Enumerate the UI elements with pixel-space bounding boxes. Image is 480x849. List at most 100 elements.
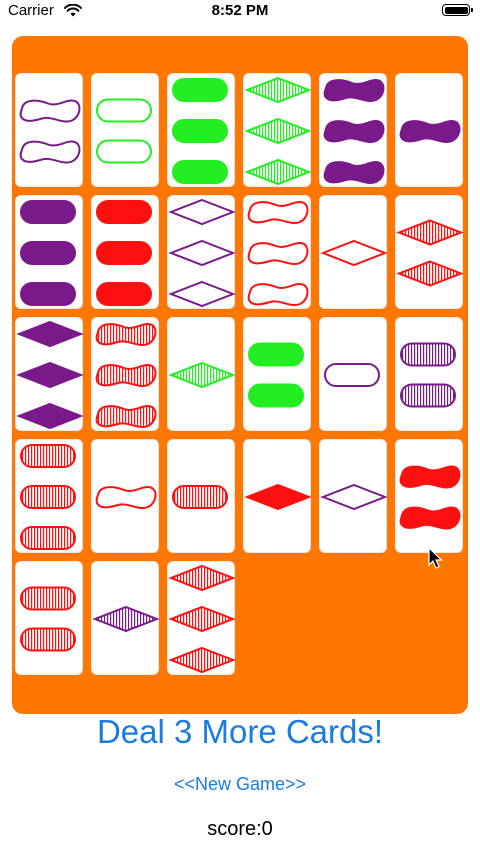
- card-symbols: [19, 99, 81, 164]
- squiggle-symbol: [323, 79, 385, 102]
- diamond-symbol: [396, 260, 464, 287]
- diamond-symbol: [244, 158, 312, 186]
- set-card[interactable]: [15, 73, 83, 187]
- set-card[interactable]: [243, 317, 311, 431]
- set-card[interactable]: [91, 317, 159, 431]
- card-symbols: [96, 98, 152, 164]
- card-symbols: [20, 586, 76, 652]
- set-card[interactable]: [91, 561, 160, 675]
- set-card[interactable]: [167, 195, 236, 309]
- card-symbols: [244, 483, 312, 511]
- card-symbols: [168, 564, 236, 674]
- score-label: score:0: [207, 818, 273, 840]
- squiggle-symbol: [247, 201, 309, 224]
- set-card[interactable]: [395, 317, 463, 431]
- diamond-symbol: [168, 564, 236, 592]
- diamond-symbol: [244, 483, 312, 511]
- squiggle-symbol: [399, 506, 461, 530]
- new-game-button[interactable]: <<New Game>>: [173, 774, 307, 794]
- squiggle-symbol: [247, 242, 309, 265]
- card-symbols: [20, 444, 76, 550]
- deal-3-more-cards-button[interactable]: Deal 3 More Cards!: [96, 713, 384, 750]
- oval-symbol: [172, 485, 228, 509]
- card-symbols: [95, 323, 157, 428]
- diamond-symbol: [244, 117, 312, 145]
- oval-symbol: [20, 586, 76, 611]
- card-symbols: [168, 198, 236, 308]
- set-card[interactable]: [91, 73, 159, 187]
- card-symbols: [95, 486, 157, 509]
- oval-symbol: [20, 444, 76, 468]
- set-card[interactable]: [243, 73, 312, 187]
- oval-symbol: [20, 241, 76, 265]
- squiggle-symbol: [95, 323, 157, 346]
- diamond-symbol: [168, 361, 236, 389]
- squiggle-symbol: [19, 140, 81, 164]
- set-card[interactable]: [91, 439, 159, 553]
- card-symbols: [400, 342, 456, 408]
- set-card[interactable]: [15, 439, 83, 553]
- card-symbols: [16, 320, 84, 430]
- card-symbols: [244, 76, 312, 186]
- squiggle-symbol: [95, 405, 157, 428]
- set-card[interactable]: [319, 317, 387, 431]
- set-card[interactable]: [319, 195, 388, 309]
- squiggle-symbol: [19, 99, 81, 123]
- oval-symbol: [400, 342, 456, 367]
- card-symbols: [172, 485, 228, 509]
- card-board: [12, 36, 468, 714]
- card-symbols: [399, 465, 461, 530]
- wifi-icon: [64, 3, 82, 22]
- set-card[interactable]: [167, 561, 236, 675]
- status-bar: Carrier 8:52 PM: [0, 0, 480, 26]
- diamond-symbol: [168, 646, 236, 674]
- oval-symbol: [172, 78, 228, 102]
- set-card[interactable]: [15, 317, 84, 431]
- set-card[interactable]: [91, 195, 159, 309]
- set-card[interactable]: [243, 439, 312, 553]
- set-card[interactable]: [167, 317, 236, 431]
- set-card[interactable]: [395, 195, 464, 309]
- diamond-symbol: [16, 402, 84, 430]
- card-symbols: [323, 79, 385, 184]
- battery-icon: [442, 4, 473, 16]
- card-symbols: [247, 201, 309, 306]
- oval-symbol: [20, 200, 76, 224]
- set-card[interactable]: [167, 73, 235, 187]
- diamond-symbol: [320, 483, 388, 511]
- oval-symbol: [96, 241, 152, 265]
- diamond-symbol: [168, 198, 236, 226]
- set-card[interactable]: [319, 73, 387, 187]
- set-card[interactable]: [15, 195, 83, 309]
- card-symbols: [172, 78, 228, 184]
- card-symbols: [324, 363, 380, 387]
- diamond-symbol: [16, 361, 84, 389]
- squiggle-symbol: [95, 486, 157, 509]
- set-card[interactable]: [395, 73, 463, 187]
- card-symbols: [92, 605, 160, 633]
- oval-symbol: [96, 282, 152, 306]
- oval-symbol: [20, 627, 76, 652]
- set-card[interactable]: [395, 439, 463, 553]
- set-card[interactable]: [319, 439, 388, 553]
- diamond-symbol: [244, 76, 312, 104]
- oval-symbol: [20, 282, 76, 306]
- diamond-symbol: [168, 280, 236, 308]
- card-symbols: [248, 342, 304, 408]
- oval-symbol: [172, 160, 228, 184]
- card-symbols: [96, 200, 152, 306]
- carrier-label: Carrier: [8, 2, 54, 19]
- card-symbols: [20, 200, 76, 306]
- squiggle-symbol: [399, 120, 461, 143]
- oval-symbol: [248, 383, 304, 408]
- mouse-cursor-icon: [428, 547, 443, 569]
- squiggle-symbol: [247, 283, 309, 306]
- set-card[interactable]: [15, 561, 83, 675]
- card-symbols: [320, 239, 388, 267]
- set-card[interactable]: [243, 195, 311, 309]
- diamond-symbol: [168, 239, 236, 267]
- squiggle-symbol: [95, 364, 157, 387]
- diamond-symbol: [320, 239, 388, 267]
- set-card[interactable]: [167, 439, 235, 553]
- oval-symbol: [324, 363, 380, 387]
